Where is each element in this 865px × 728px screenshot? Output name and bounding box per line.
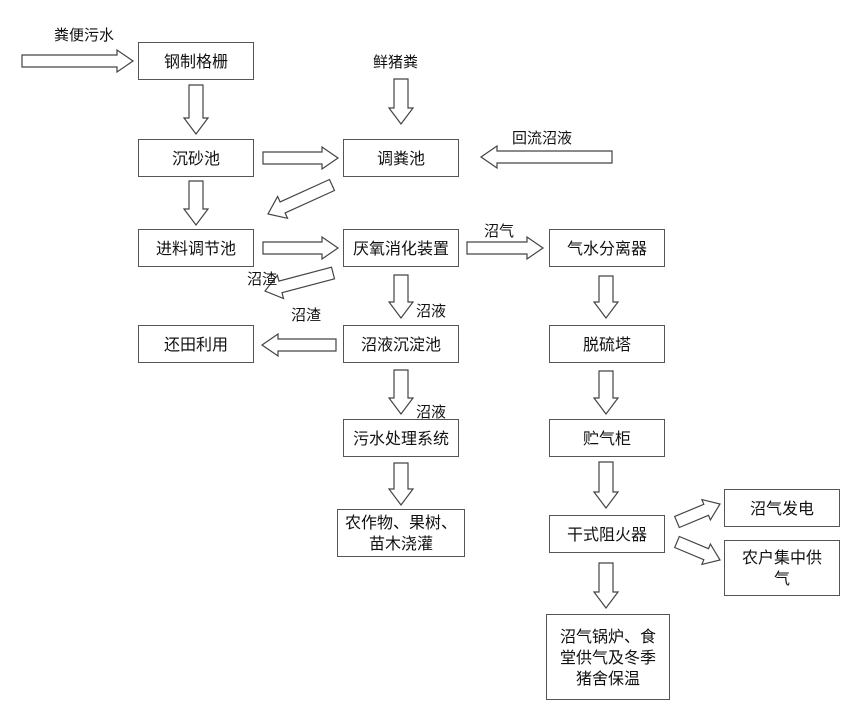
arrow-treatment-to-crops (387, 462, 415, 506)
arrow-separator-to-desulfur (592, 275, 620, 319)
arrow-arrester-to-boiler (592, 562, 620, 609)
node-feed-tank: 进料调节池 (138, 229, 254, 267)
node-field-use: 还田利用 (138, 325, 254, 363)
arrow-grit-to-mix (262, 145, 340, 171)
arrow-anaerobic-to-separator (466, 235, 545, 261)
arrow-desulfur-to-holder (592, 370, 620, 415)
arrow-anaerobic-to-sediment (387, 274, 415, 319)
arrow-reflux-to-mix (479, 144, 613, 170)
flow-arrows (21, 48, 721, 609)
arrow-arrester-to-household (673, 535, 721, 566)
arrow-arrester-to-power (673, 498, 721, 529)
arrow-mix-to-feed (267, 178, 336, 220)
arrow-grate-to-grit (182, 84, 210, 135)
node-boiler: 沼气锅炉、食 堂供气及冬季 猪舍保温 (546, 614, 670, 700)
node-mix-tank: 调粪池 (343, 139, 459, 177)
arrow-grit-to-feed (182, 180, 210, 226)
node-grate: 钢制格栅 (138, 42, 254, 80)
node-desulfur: 脱硫塔 (549, 325, 665, 363)
arrow-anaerobic-to-residue (264, 266, 336, 300)
label-residue-2: 沼渣 (291, 306, 322, 324)
arrow-manure-to-mix (387, 78, 415, 125)
node-household: 农户集中供 气 (724, 540, 840, 596)
arrow-sewage-to-grate (21, 48, 135, 74)
label-residue-1: 沼渣 (247, 270, 278, 288)
node-flame-arrester: 干式阻火器 (549, 515, 665, 553)
arrow-feed-to-anaerobic (262, 235, 340, 261)
label-sewage: 粪便污水 (54, 26, 115, 44)
node-crops: 农作物、果树、 苗木浇灌 (337, 509, 465, 557)
node-separator: 气水分离器 (549, 229, 665, 267)
label-fresh-manure: 鲜猪粪 (373, 53, 419, 71)
node-grit-chamber: 沉砂池 (138, 139, 254, 177)
label-liquid-2: 沼液 (416, 403, 447, 421)
label-biogas: 沼气 (484, 222, 515, 240)
arrow-holder-to-arrester (592, 461, 620, 509)
arrow-sediment-to-field (260, 332, 337, 358)
label-reflux: 回流沼液 (512, 129, 573, 147)
label-liquid-1: 沼液 (416, 302, 447, 320)
node-treatment: 污水处理系统 (343, 419, 459, 457)
arrow-sediment-to-treatment (387, 369, 415, 415)
node-sedimentation: 沼液沉淀池 (343, 325, 459, 363)
node-anaerobic: 厌氧消化装置 (343, 229, 459, 267)
node-gas-holder: 贮气柜 (549, 419, 665, 457)
node-power: 沼气发电 (724, 489, 840, 527)
